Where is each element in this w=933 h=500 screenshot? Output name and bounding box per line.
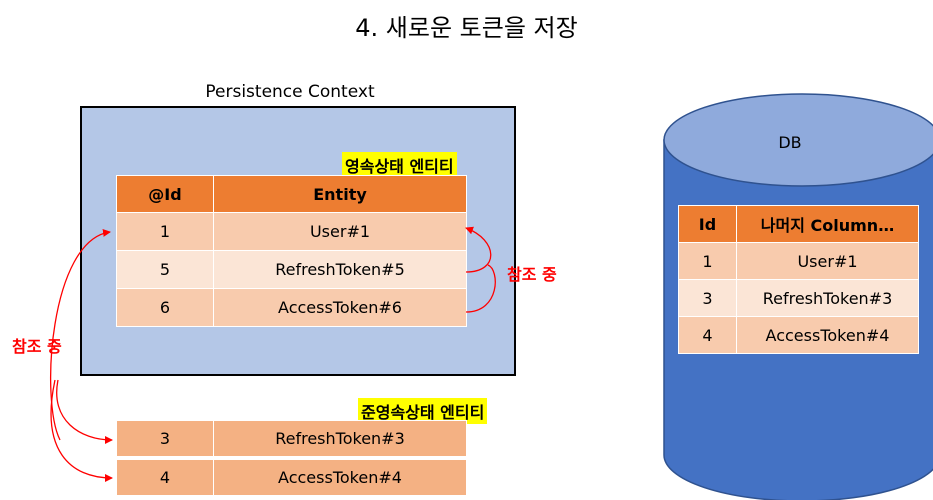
cell-entity: AccessToken#4	[213, 456, 467, 496]
cell-entity: RefreshToken#3	[213, 420, 467, 459]
cell-id: 6	[116, 288, 214, 327]
table-row: 3 RefreshToken#3	[116, 420, 467, 459]
table-header-row: Id 나머지 Column…	[678, 205, 919, 243]
cell-value: User#1	[736, 242, 919, 280]
cell-value: AccessToken#4	[736, 316, 919, 354]
cell-id: 3	[678, 279, 737, 317]
reference-arrow-left-access	[50, 379, 113, 482]
reference-arrow-right-lower	[465, 264, 496, 313]
reference-arrow-left-user	[49, 228, 111, 441]
db-cylinder-top	[663, 93, 933, 187]
column-header-entity: Entity	[213, 175, 467, 213]
db-label: DB	[778, 133, 802, 152]
table-row: 5 RefreshToken#5	[116, 250, 467, 289]
persistence-context-label: Persistence Context	[205, 82, 375, 102]
detached-entity-label: 준영속상태 엔티티	[358, 398, 488, 424]
cell-id: 4	[678, 316, 737, 354]
persistence-context-table: @Id Entity 1 User#1 5 RefreshToken#5 6 A…	[116, 175, 467, 327]
cell-value: RefreshToken#3	[736, 279, 919, 317]
cell-entity: RefreshToken#5	[213, 250, 467, 289]
column-header-id: @Id	[116, 175, 214, 213]
table-row: 6 AccessToken#6	[116, 288, 467, 327]
managed-entity-label: 영속상태 엔티티	[342, 152, 457, 178]
cell-id: 1	[678, 242, 737, 280]
reference-arrow-left-refresh	[56, 379, 113, 444]
cell-id: 4	[116, 456, 214, 496]
table-row: 1 User#1	[116, 212, 467, 251]
cell-entity: User#1	[213, 212, 467, 251]
cell-id: 1	[116, 212, 214, 251]
table-row: 1 User#1	[678, 242, 919, 280]
page-title: 4. 새로운 토큰을 저장	[355, 14, 578, 42]
detached-entity-table: 3 RefreshToken#3 4 AccessToken#4	[116, 420, 467, 496]
cell-entity: AccessToken#6	[213, 288, 467, 327]
column-header-id: Id	[678, 205, 737, 243]
reference-label-right: 참조 중	[507, 265, 557, 284]
reference-label-left: 참조 중	[12, 337, 62, 356]
table-row: 3 RefreshToken#3	[678, 279, 919, 317]
table-row: 4 AccessToken#4	[678, 316, 919, 354]
cell-id: 5	[116, 250, 214, 289]
column-header-rest: 나머지 Column…	[736, 205, 919, 243]
table-row: 4 AccessToken#4	[116, 456, 467, 496]
reference-arrow-right-upper	[465, 226, 492, 273]
table-header-row: @Id Entity	[116, 175, 467, 213]
db-table: Id 나머지 Column… 1 User#1 3 RefreshToken#3…	[678, 205, 919, 354]
